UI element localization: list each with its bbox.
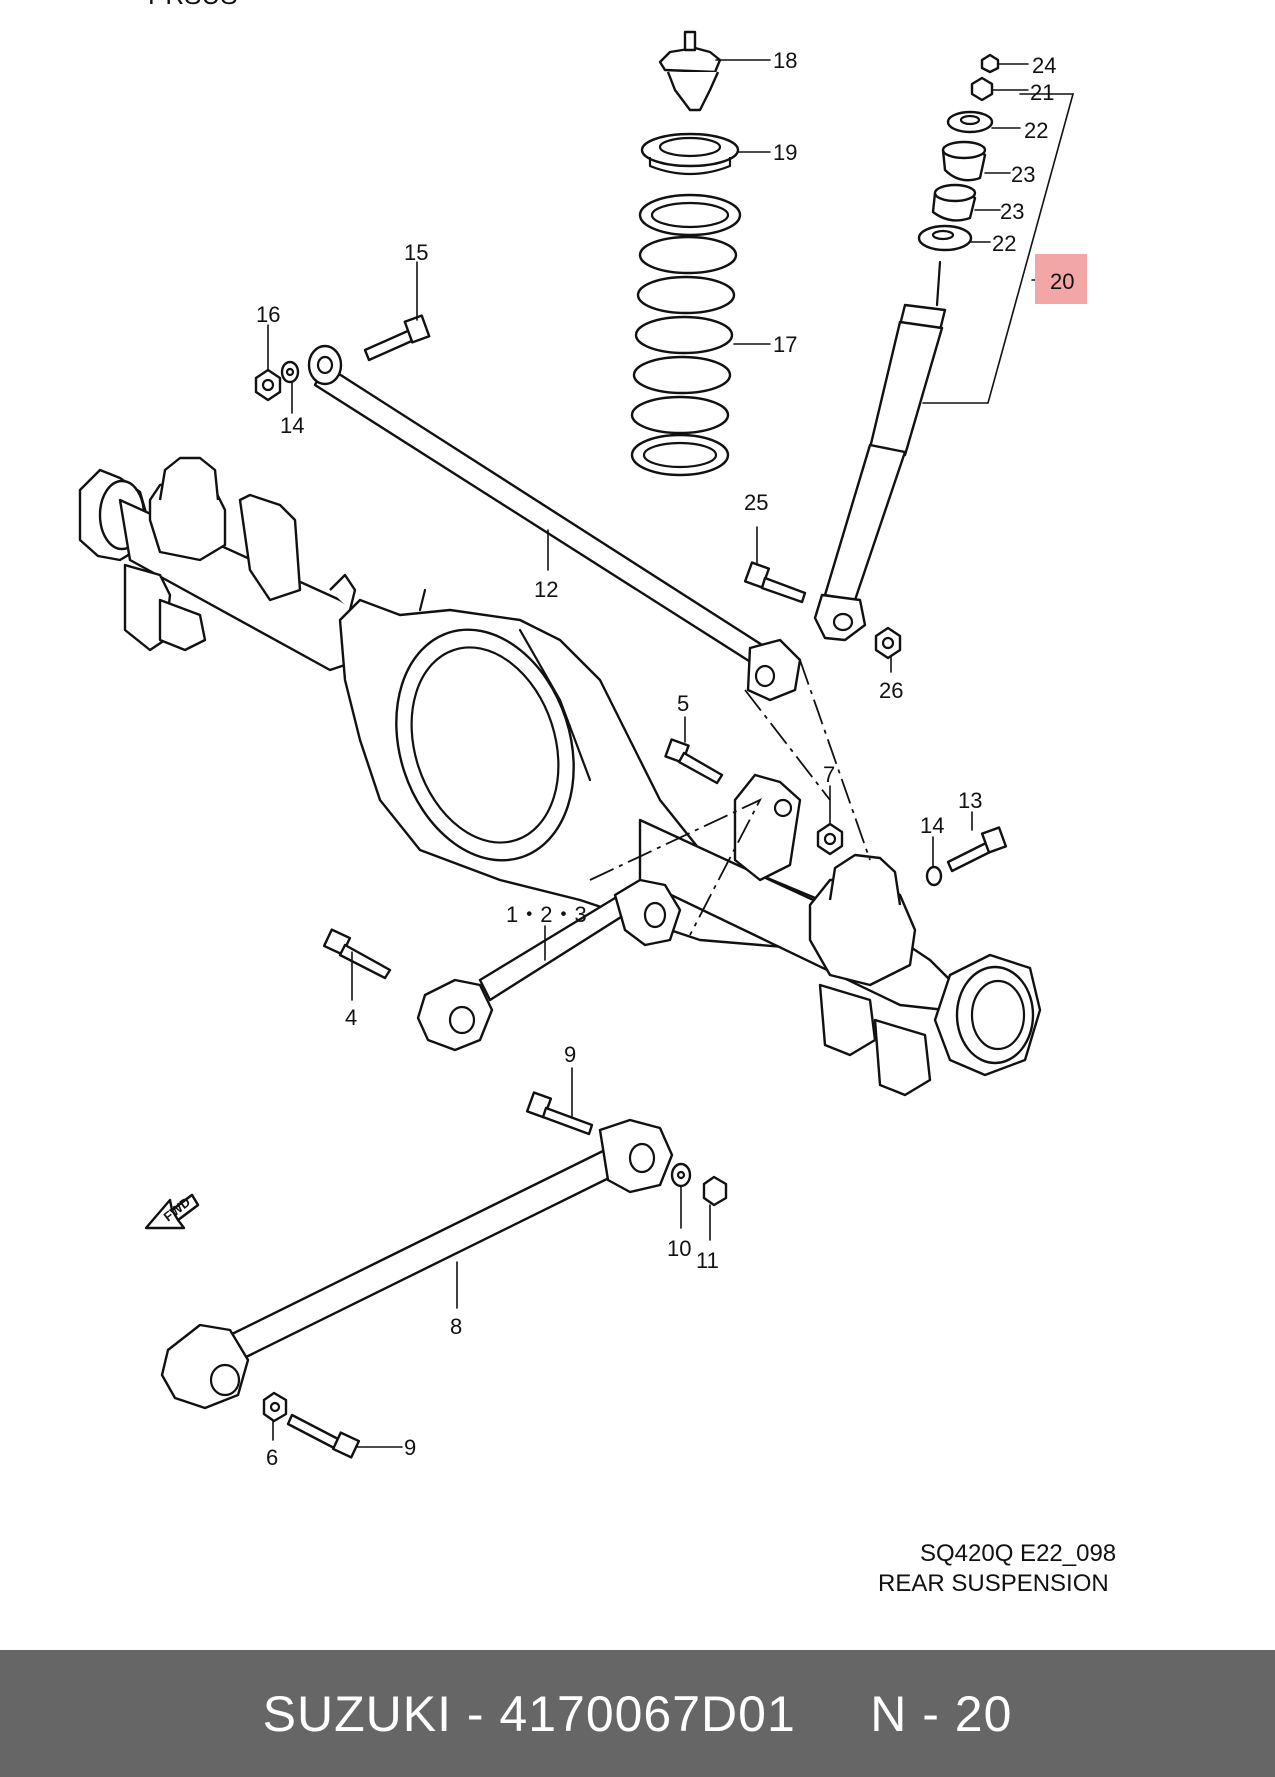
- callout-14-right: 14: [920, 813, 944, 838]
- assembly-line-a: [744, 689, 831, 801]
- callout-14-top: 14: [280, 413, 304, 438]
- bolt-25: [743, 561, 807, 604]
- lateral-rod: [307, 344, 802, 702]
- callout-6: 6: [266, 1445, 278, 1470]
- coil-spring: [630, 193, 742, 477]
- callout-23-lower: 23: [1000, 199, 1024, 224]
- lower-trailing-arm: [160, 1118, 674, 1410]
- assembly-line-c: [589, 798, 763, 936]
- callout-22-upper: 22: [1024, 118, 1048, 143]
- bushing-23-lower: [931, 183, 977, 222]
- callout-9-lower: 9: [404, 1435, 416, 1460]
- callout-22-lower: 22: [992, 231, 1016, 256]
- washer-22-upper: [946, 110, 994, 134]
- callout-26: 26: [879, 678, 903, 703]
- footer-bar: SUZUKI - 4170067D01 N - 20: [0, 1650, 1275, 1777]
- callout-12: 12: [534, 577, 558, 602]
- washer-14-top: [280, 360, 300, 384]
- nut-24: [980, 53, 1000, 74]
- shock-absorber: [813, 260, 947, 642]
- callout-18: 18: [773, 48, 797, 73]
- callout-8: 8: [450, 1314, 462, 1339]
- nut-26: [874, 626, 902, 660]
- callout-21: 21: [1030, 80, 1054, 105]
- nut-16: [254, 368, 282, 402]
- bushing-23-upper: [941, 140, 987, 182]
- washer-22-lower: [917, 224, 973, 252]
- washer-14-right: [925, 865, 943, 887]
- callout-7: 7: [823, 762, 835, 787]
- callout-13: 13: [958, 788, 982, 813]
- callout-bracket-20: [922, 93, 1075, 404]
- bolt-13: [946, 826, 1008, 873]
- callout-5: 5: [677, 691, 689, 716]
- callout-4: 4: [345, 1005, 357, 1030]
- nut-7: [816, 822, 844, 856]
- callout-20: 20: [1050, 269, 1074, 294]
- callout-24: 24: [1032, 53, 1056, 78]
- nut-21: [970, 76, 994, 102]
- callout-10: 10: [667, 1236, 691, 1261]
- callout-16: 16: [256, 302, 280, 327]
- diagram-code: SQ420Q E22_098: [920, 1540, 1116, 1567]
- diagram-title: REAR SUSPENSION: [878, 1570, 1109, 1597]
- callout-1-2-3: 1・2・3: [506, 902, 587, 927]
- washer-10: [670, 1162, 692, 1188]
- callout-9-upper: 9: [564, 1042, 576, 1067]
- callout-11: 11: [696, 1248, 719, 1273]
- upper-trailing-arm: [416, 878, 682, 1052]
- bolt-9-lower: [286, 1413, 361, 1459]
- header-fragment: PRSUS: [148, 0, 238, 10]
- nut-11: [702, 1175, 728, 1207]
- fwd-arrow-icon: FWD: [144, 1193, 200, 1230]
- assembly-line-b: [799, 659, 871, 861]
- callout-17: 17: [773, 332, 797, 357]
- nut-6: [262, 1391, 288, 1423]
- callout-numbers: 18 19 17 15 16 14 12 24 21 22 23 23 22 2…: [256, 48, 1074, 1470]
- highlight-box-20: [1035, 254, 1087, 304]
- callout-23-upper: 23: [1011, 162, 1035, 187]
- bolt-9-upper: [525, 1091, 594, 1136]
- spring-seat: [640, 132, 740, 176]
- callout-25: 25: [744, 490, 768, 515]
- bolt-5: [664, 738, 724, 785]
- bolt-4: [322, 928, 392, 980]
- bolt-15: [363, 314, 431, 362]
- rear-suspension-diagram: PRSUS: [78, 0, 1116, 1597]
- axle-housing: [78, 456, 1042, 1097]
- callout-15: 15: [404, 240, 428, 265]
- callout-19: 19: [773, 140, 797, 165]
- leader-lines: [267, 59, 1049, 1448]
- bump-stop: [658, 30, 722, 112]
- part-number-text: SUZUKI - 4170067D01 N - 20: [262, 1685, 1013, 1742]
